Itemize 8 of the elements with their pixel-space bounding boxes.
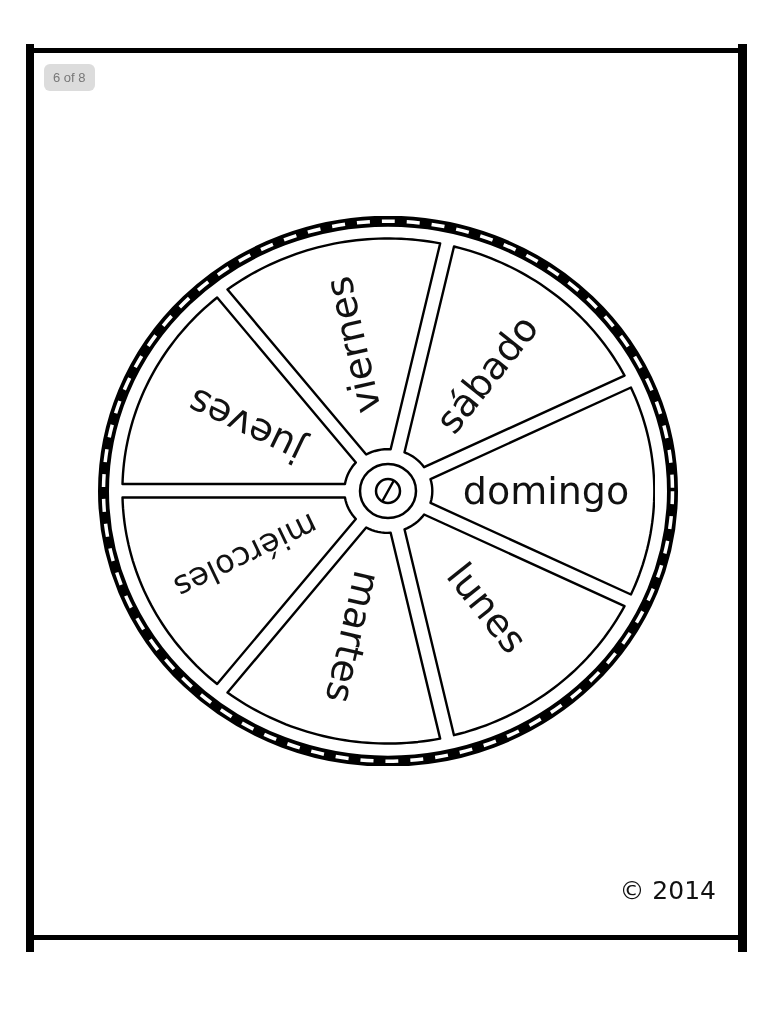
- wheel-segment: [403, 244, 626, 469]
- day-label: viernes: [318, 273, 387, 417]
- spinner-wheel: [98, 215, 678, 767]
- copyright-text: © 2014: [619, 876, 716, 906]
- wheel-segment: [403, 513, 626, 737]
- page-number-badge: 6 of 8: [44, 64, 95, 91]
- day-label: domingo: [462, 472, 630, 510]
- day-label: martes: [319, 567, 387, 707]
